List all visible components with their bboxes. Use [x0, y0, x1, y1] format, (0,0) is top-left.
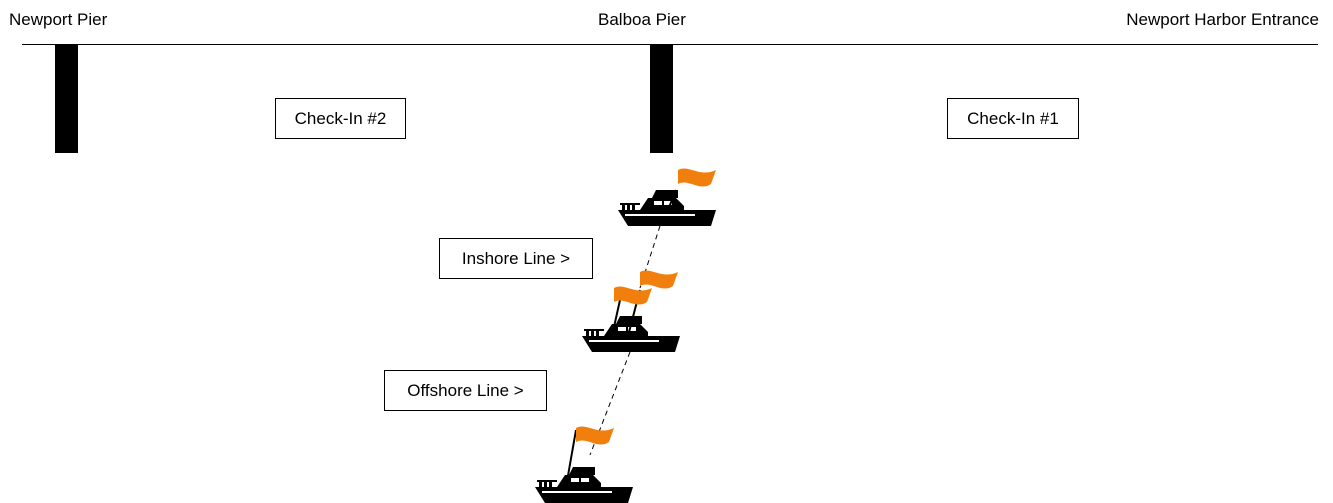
- check-in-2-box: Check-In #2: [275, 98, 406, 139]
- check-in-1-box: Check-In #1: [947, 98, 1079, 139]
- balboa-pier: [650, 45, 673, 153]
- newport-pier-label: Newport Pier: [9, 10, 108, 29]
- newport-pier: [55, 45, 78, 153]
- inshore-line-box: Inshore Line >: [439, 238, 593, 279]
- boat-icon: [618, 190, 716, 226]
- boat-icon: [535, 467, 633, 503]
- flag-pole: [667, 189, 677, 211]
- shoreline: [22, 44, 1318, 45]
- flag-icon: [576, 426, 614, 445]
- flag-pole: [627, 289, 641, 337]
- balboa-pier-label: Balboa Pier: [598, 10, 686, 29]
- harbor-entrance-label: Newport Harbor Entrance: [1126, 10, 1319, 29]
- flag-pole: [565, 429, 577, 488]
- inshore-line: [639, 225, 661, 289]
- flag-icon: [678, 168, 716, 187]
- boat-icon: [582, 316, 680, 352]
- flag-icon: [640, 270, 678, 289]
- offshore-line-box: Offshore Line >: [384, 370, 547, 411]
- offshore-line: [589, 351, 631, 456]
- flag-icon: [614, 286, 652, 305]
- flag-pole: [611, 299, 621, 337]
